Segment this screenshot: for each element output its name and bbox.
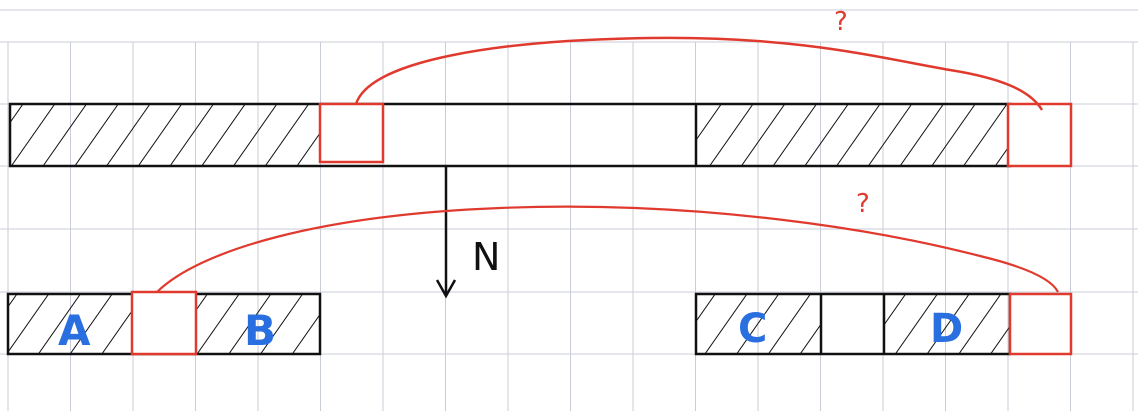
down-arrow (435, 166, 457, 299)
block-a-hatched (8, 294, 132, 354)
top-bar-left-hatched (10, 104, 320, 166)
top-bar (8, 102, 1073, 168)
top-question-mark: ? (834, 7, 848, 37)
block-b-label: B (244, 306, 276, 355)
block-d-label: D (930, 306, 963, 352)
bottom-left-red-cell (130, 290, 198, 356)
bottom-arc (156, 205, 1059, 293)
bottom-right-bar (694, 292, 1073, 356)
top-bar-red-cell-right (1006, 102, 1073, 168)
bottom-right-red-cell (1008, 292, 1073, 356)
top-bar-right-hatched (696, 104, 1009, 166)
block-a-label: A (58, 306, 91, 355)
block-c-hatched (696, 294, 821, 354)
top-bar-red-cell-left (318, 102, 385, 164)
block-b-hatched (196, 294, 320, 354)
block-d-hatched (884, 294, 1009, 354)
block-c-label: C (738, 306, 767, 352)
top-arc (354, 36, 1044, 111)
bottom-left-bar (6, 290, 322, 356)
arrow-label-n: N (472, 235, 500, 279)
bottom-question-mark: ? (856, 189, 870, 219)
